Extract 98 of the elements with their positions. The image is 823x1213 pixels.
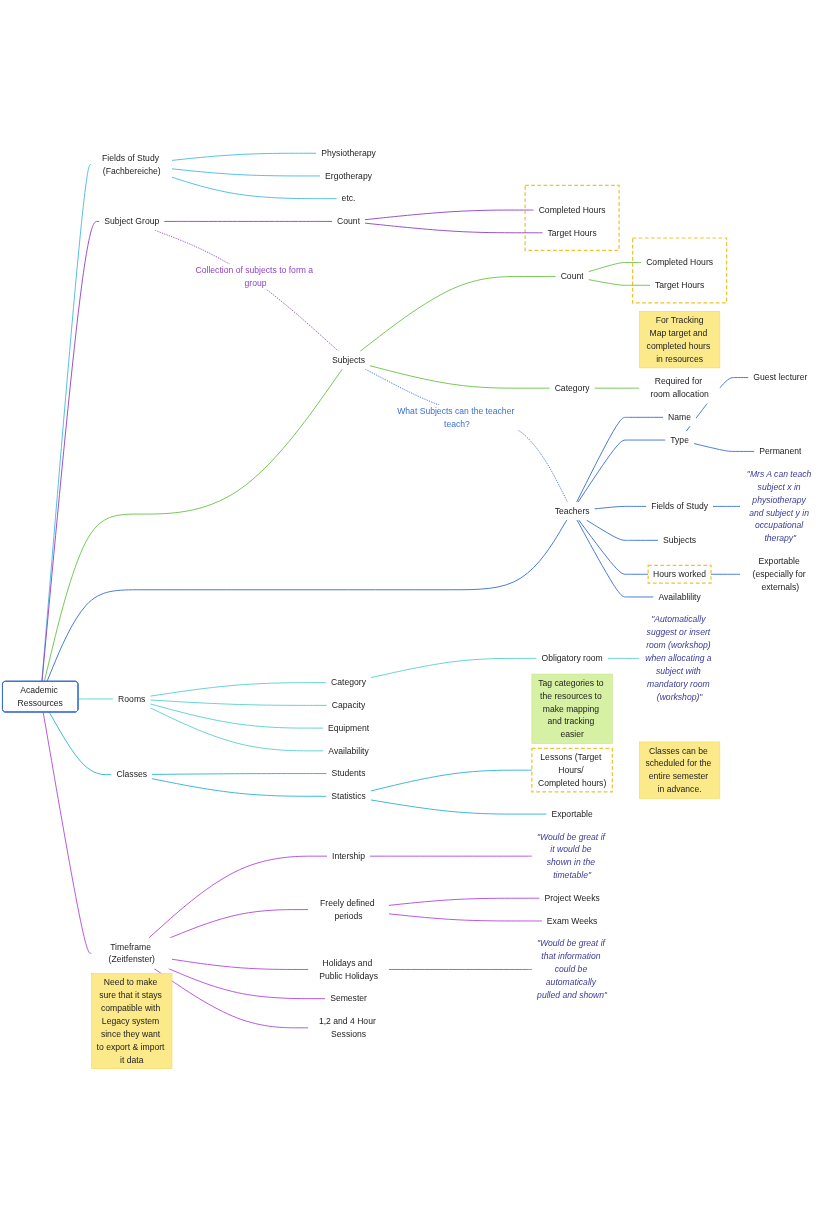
connector [576,416,664,503]
node-text: Statistics [331,791,366,801]
node-box: Lessons (Target Hours/ Completed hours) [531,747,613,793]
node-text: Guest lecturer [753,372,808,383]
connector [369,855,533,857]
node-text: Subjects [332,354,366,365]
connector [48,711,112,776]
connector [576,519,654,598]
connector [388,969,533,970]
node-text: Count [337,216,361,227]
connector [712,505,741,507]
connector [578,519,649,575]
connector [388,913,543,922]
connector [149,699,328,706]
connector [153,968,309,1029]
node-text: Completed Hours [646,257,714,268]
connector [607,657,640,659]
node-text: "Mrs A can teach subject x in physiotherapy and subject y in occupational therapy" [746,468,812,544]
connector [693,443,755,452]
node-text: Availability [328,745,369,756]
cluster [632,237,728,304]
node-text: Target Hours [547,227,597,238]
node-text: "Automatically suggest or insert room (workshop) when allocating a subject with mandatory room (workshop)" [645,614,712,702]
node-text: Availablility [658,591,701,602]
connector [151,778,327,797]
node-text: Semester [330,993,367,1004]
node-text: Permanent [759,446,802,457]
connector [77,698,114,700]
connector [46,519,568,683]
cluster [524,184,620,251]
node-box: For Tracking Map target and completed hours in resources [639,311,721,369]
node-text: Target Hours [654,280,705,290]
connector [364,209,535,221]
node-box: Classes can be scheduled for the entire semester in advance. [639,741,721,799]
node-text: Rooms [118,693,146,704]
node-text: Count [560,271,584,282]
connector [577,439,666,503]
connector [388,897,540,906]
node-text: Students [331,768,366,779]
connector [369,365,551,389]
connector [42,711,92,954]
connector [154,229,340,352]
node-text: Subject Group [104,216,160,227]
node-text: Category [331,677,366,688]
connector [171,152,317,161]
node-text: Obligatory room [541,653,603,663]
node-text: Ergotherapy [325,170,372,181]
connector [364,368,569,503]
node-text: Teachers [554,505,590,516]
connector [370,657,538,679]
node-text: Type [670,434,689,445]
node-text: Project Weeks [544,893,600,903]
connector [149,682,327,697]
node-box: Need to make sure that it stays compatible with Legacy system since they want to export & import it data [91,973,173,1069]
node-text: Exportable (especially for externals) [752,556,806,592]
node-text: Fields of Study (Fachbereiche) [102,152,161,176]
edge-label: What Subjects can the teacher teach? [397,406,515,429]
node-text: Subjects [663,535,697,545]
connector [594,387,640,389]
connector [586,519,659,541]
node-text: "Would be great if it would be shown in the timetable" [536,831,605,881]
connector [167,968,326,1000]
node-text: Equipment [327,722,370,733]
node-text: Capacity [331,700,366,710]
connector [169,909,309,939]
node-text: Holidays and Public Holidays [319,957,378,981]
connector [163,220,333,222]
node-text: 1,2 and 4 Hour Sessions [318,1016,376,1039]
node-text: Freely defined periods [320,897,375,921]
connector [359,276,557,352]
node-text: Completed Hours [538,204,606,215]
connector [43,368,343,683]
connector [149,703,324,729]
connector [588,279,651,286]
node-text: etc. [341,193,356,204]
connector [364,222,544,234]
connector [370,799,548,815]
connector [41,220,100,683]
node-text: Intership [332,850,366,861]
node-text: Timeframe (Zeitfenster) [108,941,155,965]
connector [151,773,328,775]
connector [171,176,338,200]
connector [149,707,324,752]
node-text: Classes [116,769,148,780]
connector [148,855,328,939]
edge-label: Collection of subjects to form a group [195,264,314,288]
node-box: Tag categories to the resources to make mapping and tracking easier [531,673,613,744]
node-text: Exportable [551,808,593,819]
node-text: Exam Weeks [546,915,598,926]
node-text: Fields of Study [651,501,709,511]
connector [588,262,642,273]
node-text: Physiotherapy [321,148,376,158]
connector [171,958,309,970]
node-text: "Would be great if that information could be automatically pulled and shown" [536,938,608,1000]
node-text: Category [554,382,590,393]
connector [594,505,647,510]
connector [171,168,321,177]
node-box: Hours worked [647,564,712,584]
